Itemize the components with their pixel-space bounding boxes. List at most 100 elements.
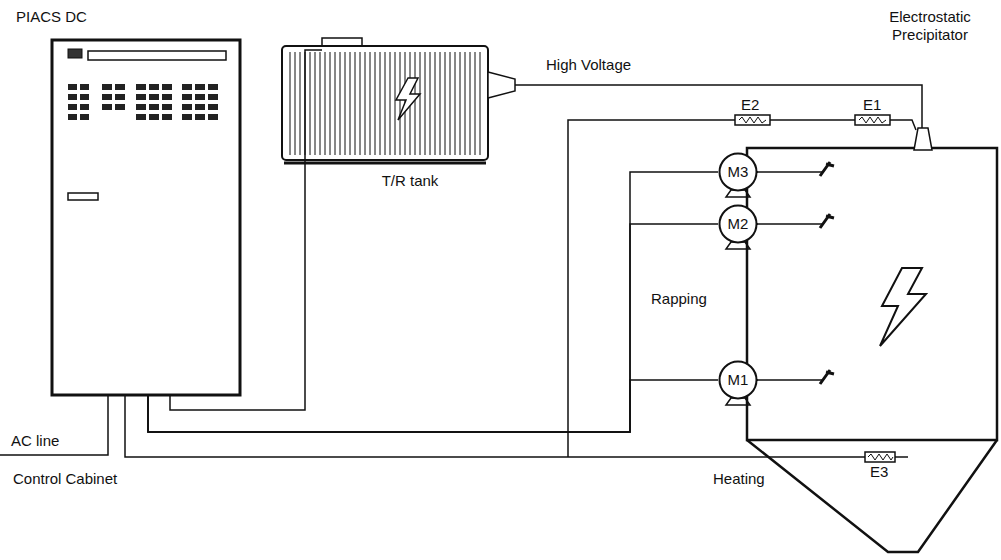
key [162, 104, 172, 110]
precipitator-housing [747, 148, 997, 440]
control-cabinet-drawing [52, 40, 240, 395]
heater-label: E2 [740, 96, 760, 114]
key [182, 114, 192, 120]
key [195, 114, 205, 120]
keypad [68, 84, 218, 120]
key [149, 114, 159, 120]
control-cabinet: PIACS DC [52, 40, 240, 395]
cooling-ribs [290, 52, 480, 155]
key [182, 94, 192, 100]
wiring [0, 120, 916, 457]
tank-base [284, 162, 486, 165]
part-label: Control Cabinet [12, 470, 118, 488]
key [162, 84, 172, 90]
resistor-symbol [735, 115, 770, 125]
resistor-symbol [865, 452, 895, 462]
display-panel [88, 51, 226, 60]
tank-body [282, 46, 488, 160]
key [115, 104, 125, 110]
line-label: AC line [10, 432, 60, 450]
rapper-shaft [747, 223, 824, 225]
key [195, 104, 205, 110]
tr-tank: T/R tank [280, 36, 515, 196]
key [102, 94, 112, 100]
heating-wire [890, 120, 916, 130]
key [136, 114, 146, 120]
rapper-shaft [747, 171, 824, 173]
ac-line-wire [0, 395, 108, 455]
motor-label: M1 [718, 360, 758, 400]
node-label: T/R tank [300, 172, 520, 190]
key [136, 84, 146, 90]
heater-label: E1 [862, 96, 882, 114]
motor-label: M2 [718, 204, 758, 244]
rapper-hammer [820, 370, 834, 384]
lightning-symbol [396, 78, 420, 120]
key [195, 84, 205, 90]
resistor-symbol [855, 115, 890, 125]
key [182, 84, 192, 90]
key [195, 94, 205, 100]
resistor-symbol [735, 115, 895, 462]
tr-tank-drawing [282, 38, 515, 163]
wire [170, 50, 322, 410]
high-voltage-line [515, 85, 922, 128]
key [136, 94, 146, 100]
heater-label: E3 [869, 463, 889, 481]
key [162, 114, 172, 120]
key [102, 84, 112, 90]
key [208, 114, 218, 120]
heating-wire [895, 456, 908, 458]
resistor-zigzag [868, 454, 893, 460]
cabinet-slot [68, 193, 98, 200]
key [80, 94, 89, 100]
key [149, 84, 159, 90]
node-label: Electrostatic Precipitator [865, 8, 995, 44]
heating-wire [568, 120, 735, 457]
wire [148, 172, 718, 432]
key [80, 84, 89, 90]
motor-circle: M1 [718, 360, 758, 400]
key [208, 94, 218, 100]
node-label: PIACS DC [16, 8, 136, 26]
key [68, 104, 77, 110]
rapper-shaft [747, 379, 824, 381]
heating-wire [770, 119, 855, 121]
key [136, 104, 146, 110]
key [80, 114, 89, 120]
key [80, 104, 89, 110]
motor-circle: M3 [718, 152, 758, 192]
resistor-zigzag [739, 117, 766, 123]
key [208, 84, 218, 90]
edge-label: High Voltage [545, 56, 632, 74]
key [208, 104, 218, 110]
key [68, 94, 77, 100]
key [102, 104, 112, 110]
key [149, 94, 159, 100]
motor-circle: M2 [718, 204, 758, 244]
key [68, 114, 77, 120]
insulator [914, 128, 932, 150]
motor-label: M3 [718, 152, 758, 192]
key [115, 94, 125, 100]
key [182, 104, 192, 110]
key [162, 94, 172, 100]
rapper-hammer [820, 162, 834, 176]
hopper [747, 440, 997, 552]
group-label: Rapping [650, 290, 708, 308]
logo-mark [68, 49, 82, 58]
key [115, 84, 125, 90]
key [68, 84, 77, 90]
precipitator-drawing [747, 128, 997, 552]
hv-bushing [488, 72, 515, 98]
wire [148, 224, 718, 432]
lightning-symbol [880, 268, 926, 346]
cabinet-outline [52, 40, 240, 395]
heating-wire [125, 395, 865, 457]
wire [148, 380, 718, 432]
resistor-zigzag [859, 117, 886, 123]
